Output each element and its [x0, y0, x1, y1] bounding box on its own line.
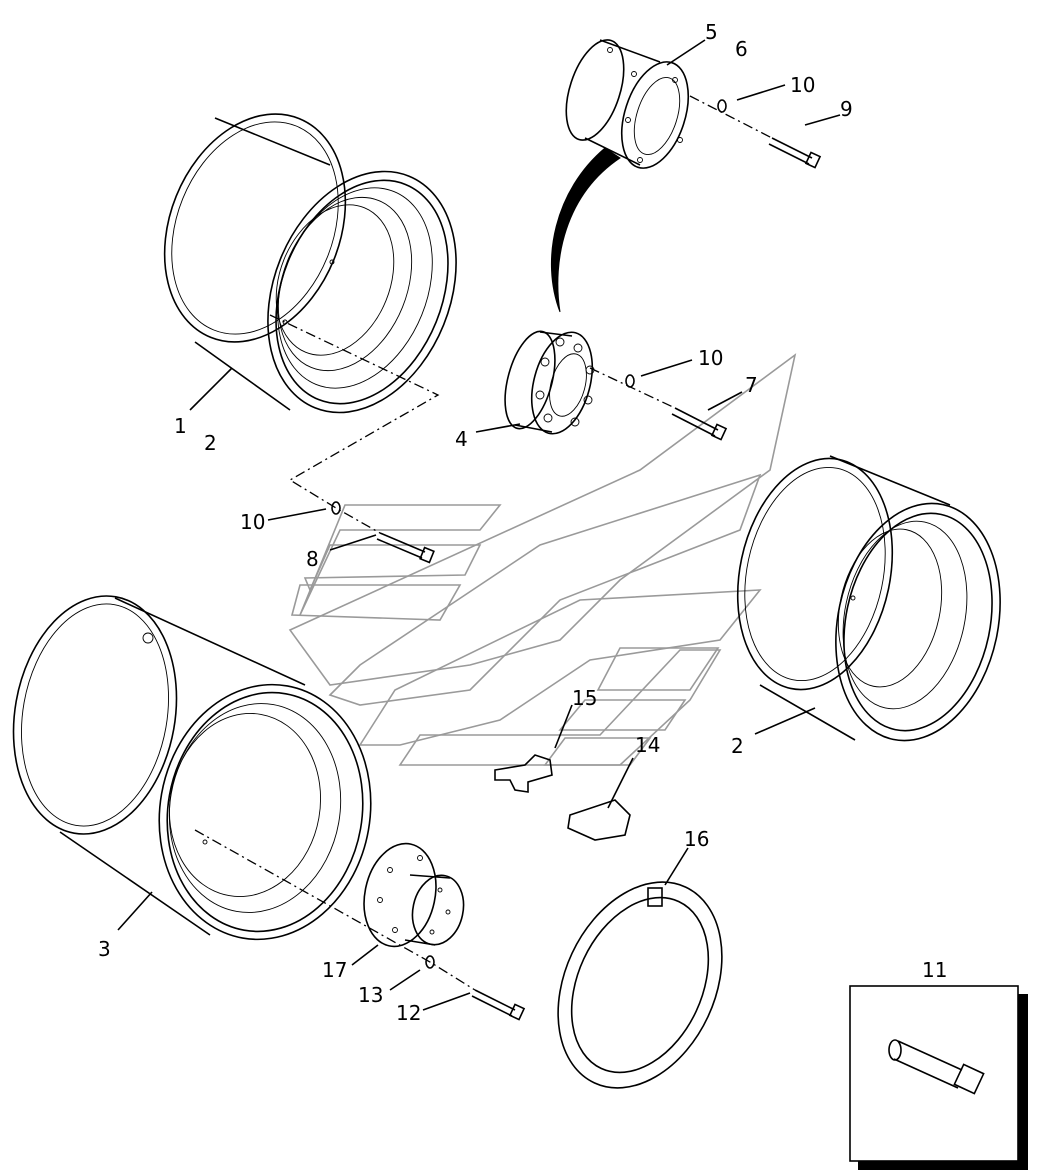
assembly-centerline — [194, 829, 476, 991]
inset-box-pin — [849, 985, 1028, 1170]
washer-icon — [717, 99, 727, 113]
callout-5: 5 — [705, 20, 718, 44]
callout-1: 1 — [174, 414, 187, 438]
watermark-logo — [288, 353, 797, 766]
callout-10: 10 — [240, 510, 265, 534]
callout-2: 2 — [731, 734, 744, 758]
pin-icon — [888, 1039, 985, 1095]
lock-ring-icon — [557, 881, 723, 1089]
bolt-icon — [768, 137, 822, 169]
callout-2: 2 — [204, 431, 217, 455]
callout-9: 9 — [840, 97, 853, 121]
callout-17: 17 — [322, 958, 347, 982]
plate-icon — [494, 754, 553, 793]
callout-leaders — [117, 39, 841, 1011]
assembly-centerline — [589, 367, 676, 409]
callout-3: 3 — [98, 937, 111, 961]
hub-icon — [504, 330, 595, 435]
callout-15: 15 — [572, 686, 597, 710]
spacer-icon — [565, 39, 690, 169]
callout-12: 12 — [396, 1001, 421, 1025]
callout-13: 13 — [358, 983, 383, 1007]
wheel-rim-icon — [12, 595, 372, 941]
callout-11: 11 — [922, 958, 947, 982]
bolt-icon — [376, 532, 435, 564]
washer-icon — [331, 501, 341, 515]
callout-4: 4 — [455, 427, 468, 451]
callout-16: 16 — [684, 827, 709, 851]
bolt-icon — [671, 407, 728, 441]
callout-6: 6 — [735, 37, 748, 61]
callout-7: 7 — [745, 373, 758, 397]
callout-8: 8 — [306, 547, 319, 571]
assembly-centerline — [269, 314, 440, 534]
connector-arc — [550, 147, 621, 313]
callout-labels: 1 2 4 5 6 10 9 10 7 10 8 2 15 14 16 3 17… — [98, 20, 947, 1025]
callout-10: 10 — [790, 73, 815, 97]
callout-14: 14 — [635, 733, 660, 757]
assembly-centerline — [689, 95, 773, 139]
flange-adapter-icon — [363, 842, 465, 948]
bolt-icon — [471, 989, 526, 1021]
callout-10: 10 — [698, 346, 723, 370]
wheel-rim-icon — [736, 455, 1001, 742]
wheel-rim-icon — [163, 113, 457, 414]
washer-icon — [425, 955, 435, 969]
clip-icon — [567, 799, 631, 841]
